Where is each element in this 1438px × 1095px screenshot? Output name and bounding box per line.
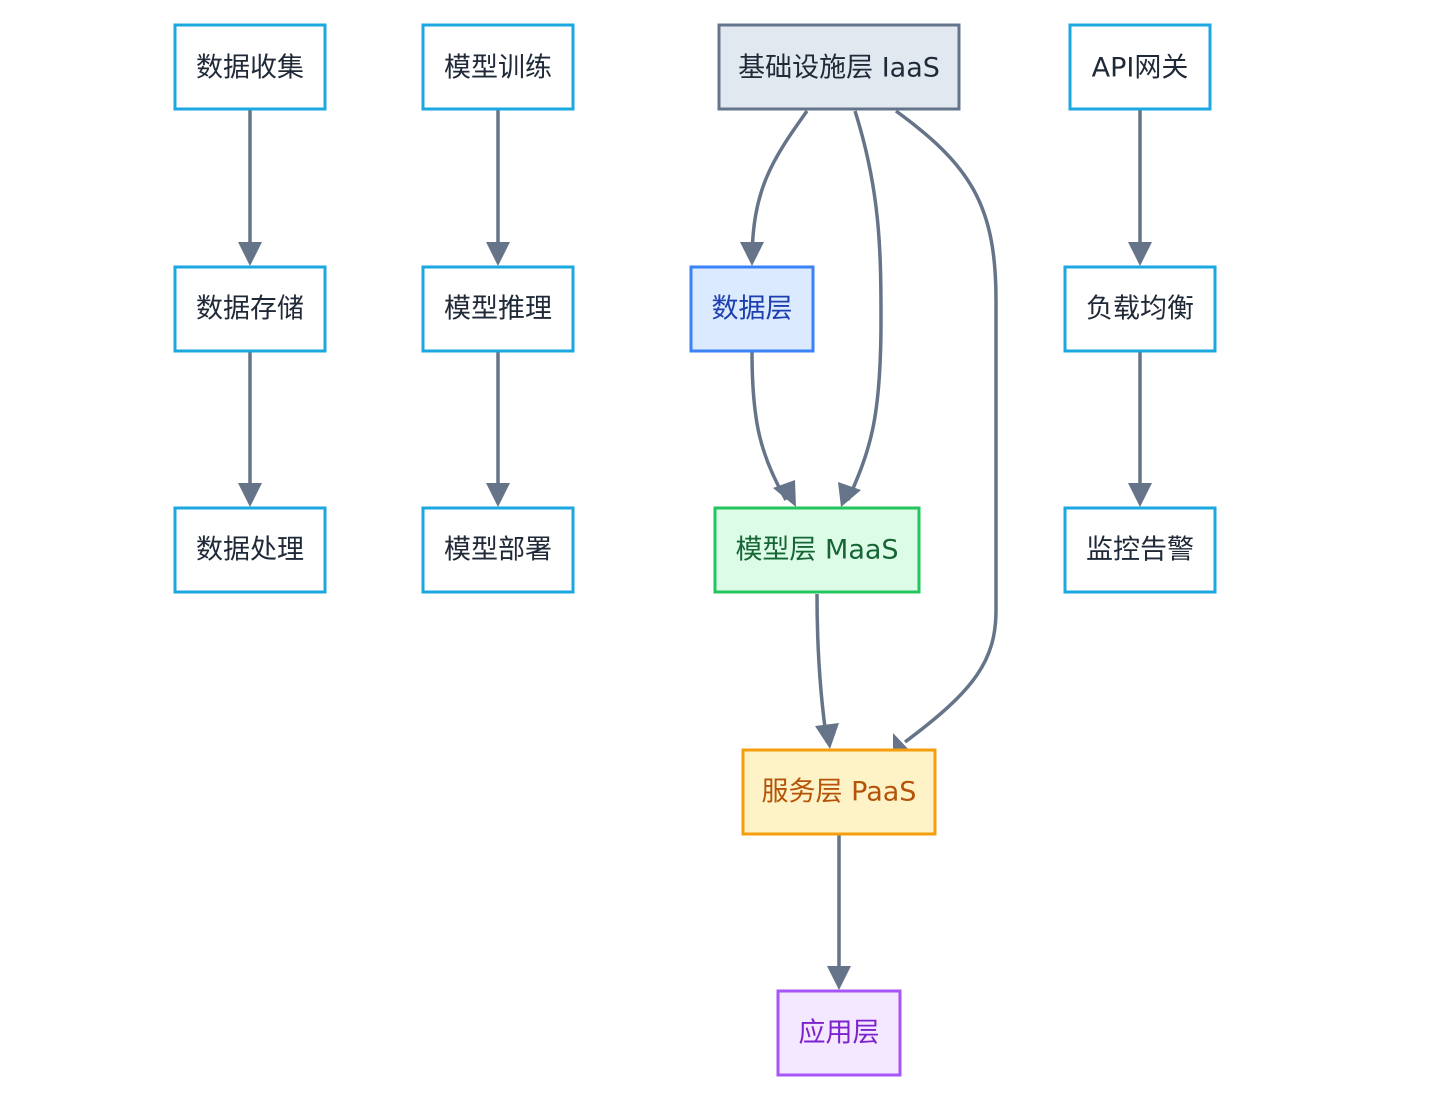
node-label: 模型推理 [444,294,552,325]
arrowhead-to-model-deploy [486,483,510,507]
node-label: 模型部署 [444,535,552,566]
edge-iaas-to-paas [894,109,998,744]
arrowhead-maas-to-paas [815,723,839,749]
arrowheads [238,242,1152,990]
arrowhead-to-data-store [238,242,262,266]
node-model-train: 模型训练 [421,23,575,111]
edges [248,109,1142,984]
node-label: 负载均衡 [1086,294,1194,325]
node-data-collect: 数据收集 [173,23,327,111]
arrowhead-iaas-to-data-layer [740,242,764,266]
node-box [421,506,575,594]
node-model-infer: 模型推理 [421,265,575,353]
node-box [713,506,921,594]
node-label: 服务层 PaaS [762,777,917,808]
node-data-store: 数据存储 [173,265,327,353]
node-label: 基础设施层 IaaS [738,53,940,84]
arrowhead-iaas-to-maas [838,482,861,507]
node-box [1068,23,1212,111]
node-label: 应用层 [799,1018,880,1049]
node-label: 数据收集 [196,53,304,84]
node-box [741,748,937,836]
edge-data-layer-to-maas [750,351,788,501]
node-paas: 服务层 PaaS [741,748,937,836]
node-maas: 模型层 MaaS [713,506,921,594]
node-data-layer: 数据层 [689,265,815,353]
node-label: 模型训练 [444,53,552,84]
node-label: 数据处理 [196,535,304,566]
node-box [421,23,575,111]
node-box [421,265,575,353]
node-box [1063,265,1217,353]
arrowhead-to-load-balance [1128,242,1152,266]
node-box [173,506,327,594]
arrowhead-to-app [827,966,851,990]
node-box [173,23,327,111]
arrowhead-to-model-infer [486,242,510,266]
arrowhead-data-layer-to-maas [773,480,796,507]
arrowhead-to-monitor [1128,483,1152,507]
node-data-process: 数据处理 [173,506,327,594]
node-label: 监控告警 [1086,535,1194,566]
node-box [173,265,327,353]
node-box [1063,506,1217,594]
node-monitor: 监控告警 [1063,506,1217,594]
node-label: 数据层 [712,294,793,325]
arrowhead-iaas-to-paas [893,733,911,752]
node-load-balance: 负载均衡 [1063,265,1217,353]
node-box [689,265,815,353]
node-api-gateway: API网关 [1068,23,1212,111]
node-label: API网关 [1092,53,1189,84]
node-label: 数据存储 [196,294,304,325]
edge-iaas-to-maas [846,110,883,501]
node-iaas: 基础设施层 IaaS [717,23,961,111]
edge-iaas-to-data-layer [750,109,809,263]
edge-maas-to-paas [815,593,829,743]
node-box [717,23,961,111]
node-app-layer: 应用层 [776,989,902,1077]
node-box [776,989,902,1077]
node-model-deploy: 模型部署 [421,506,575,594]
node-label: 模型层 MaaS [735,535,898,566]
arrowhead-to-data-process [238,483,262,507]
